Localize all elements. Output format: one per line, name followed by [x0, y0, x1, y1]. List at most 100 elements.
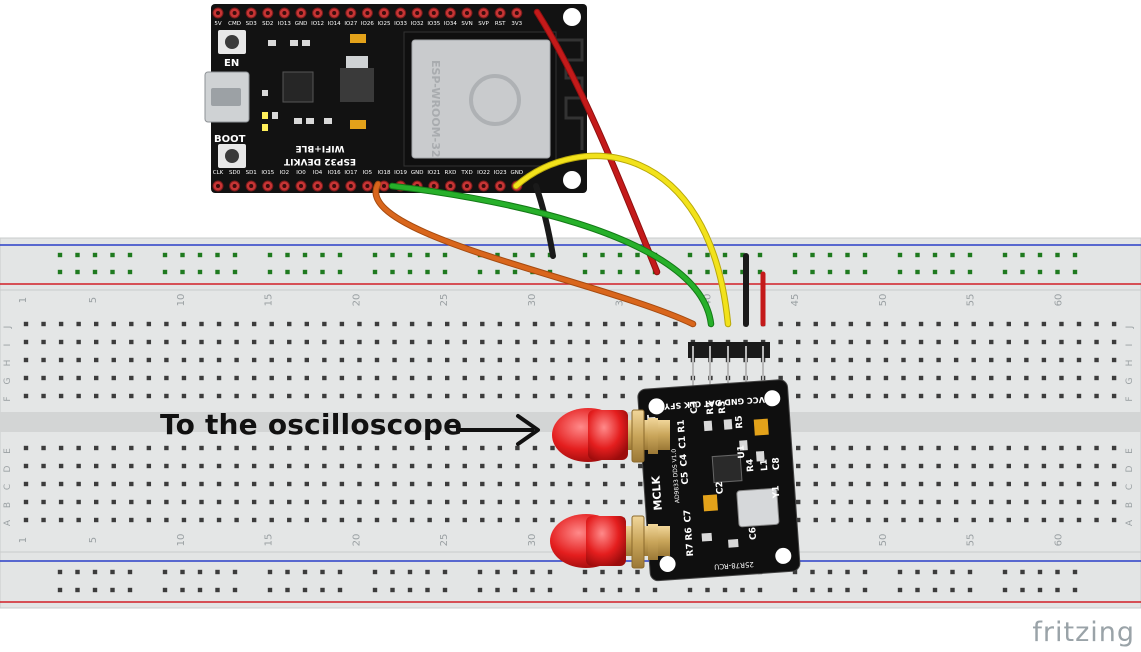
breadboard-hole	[251, 375, 257, 381]
breadboard-hole	[181, 339, 187, 345]
breadboard-hole	[216, 375, 222, 381]
rail-hole	[792, 587, 798, 593]
breadboard-hole	[813, 321, 818, 327]
column-label: 15	[264, 294, 275, 307]
breadboard-hole	[251, 357, 257, 363]
breadboard-hole	[462, 481, 467, 487]
breadboard-hole	[287, 463, 292, 469]
esp32-pin-label: IO33	[394, 21, 407, 27]
row-label: F	[3, 396, 13, 401]
breadboard-hole	[129, 393, 134, 399]
breadboard-hole	[971, 375, 976, 381]
breadboard-hole	[1076, 375, 1082, 381]
breadboard-hole	[1111, 393, 1117, 399]
oscilloscope-caption: To the oscilloscope	[160, 408, 463, 441]
component-label: C2	[715, 481, 726, 495]
breadboard-hole	[357, 463, 362, 469]
rail-hole	[967, 587, 973, 593]
breadboard-hole	[41, 445, 46, 451]
breadboard-hole	[1024, 393, 1029, 399]
breadboard-hole	[971, 357, 976, 363]
breadboard-hole	[445, 321, 450, 327]
rail-hole	[530, 252, 535, 258]
rail-hole	[285, 587, 290, 593]
breadboard-hole	[76, 393, 81, 399]
rail-hole	[1037, 587, 1043, 593]
rail-hole	[477, 269, 483, 275]
breadboard-hole	[848, 499, 854, 505]
esp32-pin-label: SD3	[246, 21, 258, 27]
breadboard-hole	[567, 375, 573, 381]
column-label: 50	[878, 534, 889, 547]
rail-hole	[950, 269, 955, 275]
rail-hole	[722, 252, 728, 258]
esp32-pin-label: IO26	[361, 21, 374, 27]
breadboard-hole	[778, 339, 783, 345]
rail-hole	[635, 587, 640, 593]
breadboard-hole	[357, 375, 362, 381]
breadboard-hole	[339, 393, 345, 399]
breadboard-hole	[111, 481, 116, 487]
rail-hole	[827, 587, 833, 593]
row-label: G	[1125, 377, 1135, 384]
breadboard-hole	[58, 445, 64, 451]
breadboard-hole	[1024, 375, 1029, 381]
breadboard-hole	[23, 445, 29, 451]
breadboard-hole	[936, 499, 941, 505]
breadboard-hole	[111, 339, 116, 345]
breadboard-hole	[374, 357, 380, 363]
esp32-pin-label: IO18	[378, 170, 391, 176]
esp32-pin-label: IO23	[494, 170, 507, 176]
breadboard-hole	[216, 481, 222, 487]
component-label: R5	[734, 415, 745, 429]
breadboard-hole	[1094, 375, 1099, 381]
breadboard-hole	[813, 357, 818, 363]
rail-hole	[75, 569, 80, 575]
breadboard-hole	[620, 499, 625, 505]
rail-hole	[232, 569, 238, 575]
breadboard-hole	[304, 517, 309, 523]
rail-hole	[600, 269, 605, 275]
breadboard-hole	[901, 499, 906, 505]
board-name-label: ESP32 DEVKIT	[283, 156, 356, 166]
rail-hole	[1020, 252, 1025, 258]
breadboard-hole	[409, 357, 415, 363]
breadboard-hole	[883, 321, 889, 327]
breadboard-hole	[673, 321, 678, 327]
breadboard-hole	[199, 375, 204, 381]
breadboard-hole	[287, 375, 292, 381]
rail-hole	[757, 269, 763, 275]
breadboard-hole	[322, 481, 327, 487]
rail-hole	[337, 569, 343, 575]
breadboard-hole	[181, 481, 187, 487]
breadboard-hole	[638, 321, 643, 327]
rail-hole	[967, 569, 973, 575]
breadboard-hole	[392, 445, 397, 451]
rail-hole	[127, 252, 133, 258]
breadboard-hole	[638, 339, 643, 345]
breadboard-hole	[550, 445, 555, 451]
rail-hole	[547, 569, 553, 575]
rail-hole	[320, 587, 325, 593]
rail-hole	[477, 587, 483, 593]
breadboard-hole	[339, 499, 345, 505]
breadboard-hole	[94, 463, 99, 469]
breadboard-hole	[480, 517, 485, 523]
component-label: Y1	[771, 485, 782, 499]
breadboard-hole	[515, 375, 520, 381]
esp32-pin-label: IO25	[378, 21, 391, 27]
rail-hole	[635, 569, 640, 575]
breadboard-hole	[673, 375, 678, 381]
breadboard-hole	[304, 463, 309, 469]
breadboard-hole	[796, 357, 801, 363]
breadboard-hole	[111, 463, 116, 469]
breadboard-hole	[76, 375, 81, 381]
esp32-pin-label: SD0	[229, 170, 241, 176]
breadboard-hole	[234, 375, 239, 381]
breadboard-hole	[1111, 321, 1117, 327]
component-label: L1	[760, 459, 771, 472]
breadboard-hole	[164, 375, 169, 381]
rail-hole	[215, 252, 220, 258]
rail-hole	[407, 269, 413, 275]
